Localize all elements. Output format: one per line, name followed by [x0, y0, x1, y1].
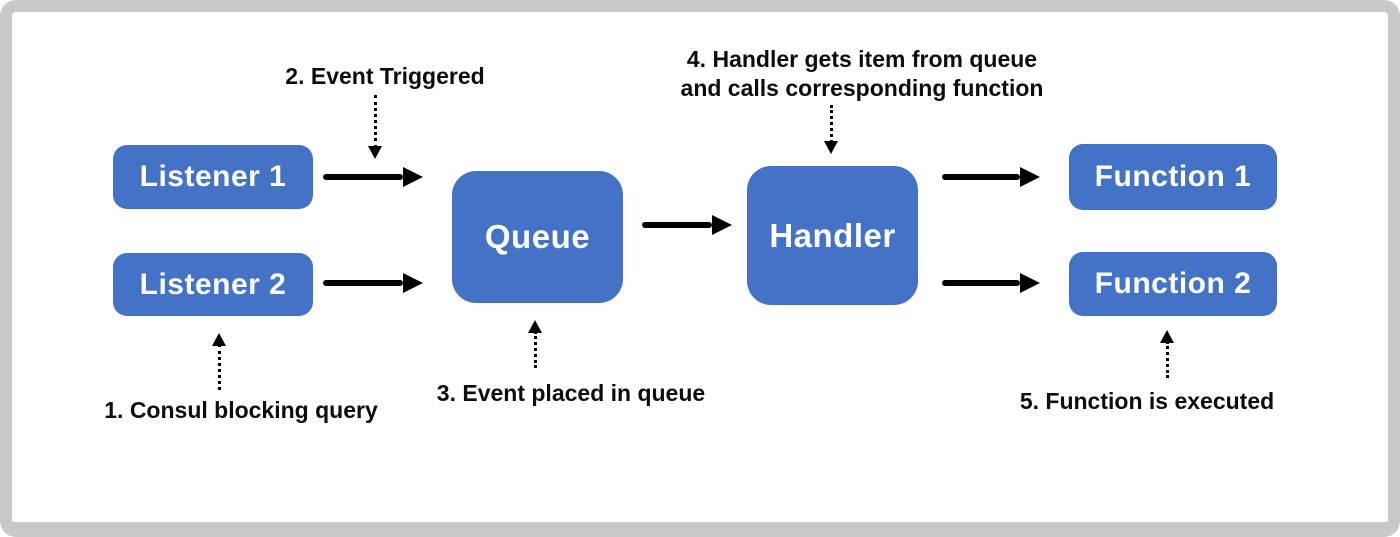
node-function-1: Function 1 — [1069, 144, 1277, 210]
diagram-canvas: Listener 1 Listener 2 Queue Handler Func… — [12, 12, 1388, 522]
dotted-arrow-step1-icon — [212, 333, 226, 390]
arrow-listener1-to-queue-icon — [323, 174, 403, 180]
node-queue: Queue — [452, 171, 623, 303]
dotted-line — [1165, 341, 1169, 378]
arrow-queue-to-handler-icon — [642, 222, 712, 228]
dotted-line — [217, 344, 221, 390]
annotation-step-3: 3. Event placed in queue — [436, 380, 706, 406]
dotted-arrow-step4-icon — [824, 105, 838, 154]
annotation-step-4-line-2: and calls corresponding function — [680, 75, 1044, 101]
arrowhead-up-icon — [528, 320, 542, 333]
arrowhead-up-icon — [212, 333, 226, 346]
node-listener-1: Listener 1 — [113, 145, 313, 209]
dotted-arrow-step5-icon — [1160, 330, 1174, 378]
dotted-arrow-step2-icon — [368, 95, 382, 159]
dotted-arrow-step3-icon — [528, 320, 542, 368]
arrowhead-up-icon — [1160, 330, 1174, 343]
arrow-listener2-to-queue-icon — [323, 280, 403, 286]
arrow-handler-to-function2-icon — [942, 280, 1020, 286]
dotted-line — [373, 95, 377, 148]
annotation-step-1: 1. Consul blocking query — [104, 397, 378, 423]
dotted-line — [829, 105, 833, 143]
arrowhead-down-icon — [824, 141, 838, 154]
annotation-step-4-line-1: 4. Handler gets item from queue — [686, 46, 1038, 72]
annotation-step-2: 2. Event Triggered — [285, 63, 485, 89]
annotation-step-4: 4. Handler gets item from queue and call… — [677, 45, 1047, 103]
node-listener-2: Listener 2 — [113, 253, 313, 316]
annotation-step-5: 5. Function is executed — [1019, 388, 1275, 414]
dotted-line — [533, 331, 537, 368]
node-handler: Handler — [747, 166, 918, 305]
node-function-2: Function 2 — [1069, 252, 1277, 316]
arrowhead-down-icon — [368, 146, 382, 159]
arrow-handler-to-function1-icon — [942, 174, 1020, 180]
